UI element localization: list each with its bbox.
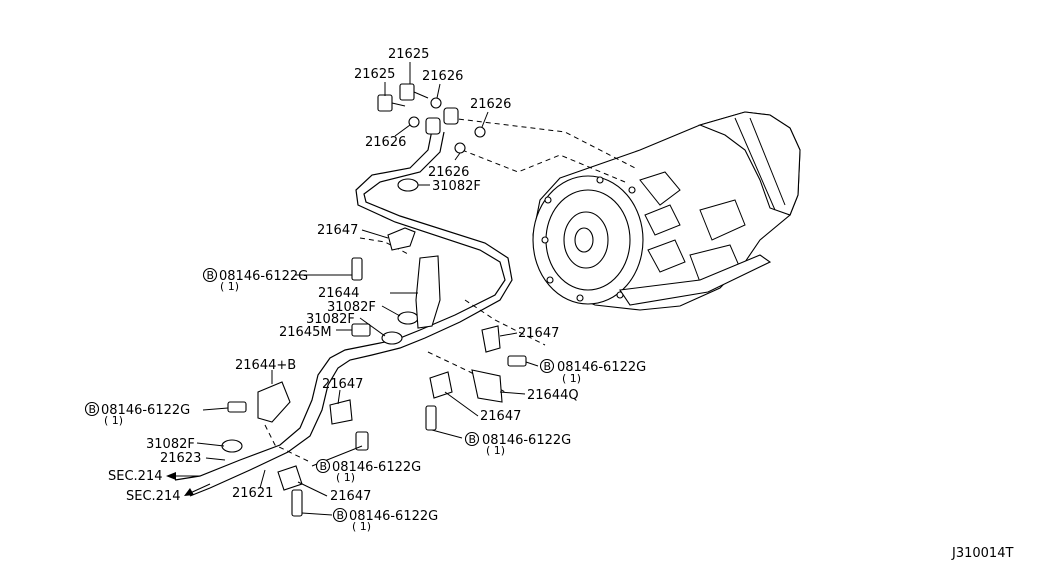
bolt-a (351, 257, 363, 281)
label-leaders (166, 62, 539, 516)
label-21623: 21623 (160, 451, 201, 466)
svg-text:B: B (89, 403, 97, 416)
label-sec214-a: SEC.214 (108, 469, 163, 484)
bolt-callout-d: B 08146-6122G ( 1) (315, 458, 421, 484)
label-21644B: 21644+B (235, 358, 296, 373)
label-21625-left: 21625 (354, 67, 395, 82)
label-bolt-qty-f: ( 1) (352, 520, 371, 533)
pipe-union-b (443, 107, 459, 125)
label-bolt-e: 08146-6122G (482, 433, 571, 448)
washer-21626-d (454, 142, 466, 154)
washer-21626-c (474, 126, 486, 138)
hose-clip-31082F-b (397, 311, 419, 325)
clamp-21647-a (387, 227, 416, 251)
label-21626-a: 21626 (422, 69, 463, 84)
bracket-21644B (257, 381, 291, 423)
clamp-21647-e (429, 371, 453, 399)
bolt-d (355, 431, 369, 451)
bolt-f (291, 489, 303, 517)
label-sec214-b: SEC.214 (126, 489, 181, 504)
label-31082F-b: 31082F (327, 300, 376, 315)
hose-clip-31082F-d (221, 439, 243, 453)
transmission-assembly (532, 111, 801, 311)
label-21647-b: 21647 (518, 326, 559, 341)
bolt-c (227, 401, 247, 413)
bolt-callout-e: B 08146-6122G ( 1) (464, 431, 571, 457)
hose-clip-31082F-a (397, 178, 419, 192)
label-21626-b: 21626 (470, 97, 511, 112)
label-21647-e: 21647 (480, 409, 521, 424)
bracket-21644Q (471, 369, 503, 403)
washer-21626-b (408, 116, 420, 128)
svg-text:B: B (544, 360, 552, 373)
cooler-pipe-21621 (174, 129, 513, 497)
label-bolt-qty-e: ( 1) (486, 444, 505, 457)
label-bolt-b: 08146-6122G (557, 360, 646, 375)
label-31082F-a: 31082F (432, 179, 481, 194)
label-bolt-d: 08146-6122G (332, 460, 421, 475)
bolt-callout-b: B 08146-6122G ( 1) (539, 358, 646, 385)
clamp-21647-b (481, 325, 501, 353)
label-31082F-d: 31082F (146, 437, 195, 452)
bolt-marker: B (207, 269, 215, 282)
label-21626-d: 21626 (428, 165, 469, 180)
label-bolt-qty-a: ( 1) (220, 280, 239, 293)
label-bolt-a: 08146-6122G (219, 269, 308, 284)
bolt-e (425, 405, 437, 431)
label-21644Q: 21644Q (527, 388, 579, 403)
label-bolt-qty-d: ( 1) (336, 471, 355, 484)
label-bolt-f: 08146-6122G (349, 509, 438, 524)
label-21645M: 21645M (279, 325, 332, 340)
label-21644: 21644 (318, 286, 359, 301)
washer-21626-a (430, 97, 442, 109)
label-bolt-c: 08146-6122G (101, 403, 190, 418)
bolt-callout-f: B 08146-6122G ( 1) (332, 507, 438, 533)
clamp-21647-c (329, 399, 353, 425)
label-21647-d: 21647 (330, 489, 371, 504)
hose-clip-31082F-c (381, 331, 403, 345)
label-31082F-c: 31082F (306, 312, 355, 327)
bolt-callout-c: B 08146-6122G ( 1) (84, 401, 190, 427)
bracket-21644 (415, 255, 441, 329)
bolt-callout-a: B 08146-6122G ( 1) (202, 267, 308, 293)
eye-bolt-21625-b (399, 83, 429, 101)
label-21647-c: 21647 (322, 377, 363, 392)
pipe-union-a (425, 117, 441, 135)
svg-text:B: B (337, 509, 345, 522)
label-21621: 21621 (232, 486, 273, 501)
svg-text:B: B (469, 433, 477, 446)
bolt-b (507, 355, 527, 367)
label-21647-a: 21647 (317, 223, 358, 238)
diagram-code: J310014T (951, 546, 1013, 561)
label-21626-c: 21626 (365, 135, 406, 150)
label-bolt-qty-c: ( 1) (104, 414, 123, 427)
label-21625-top: 21625 (388, 47, 429, 62)
clamp-21647-d (277, 465, 303, 491)
label-bolt-qty-b: ( 1) (562, 372, 581, 385)
svg-text:B: B (320, 460, 328, 473)
